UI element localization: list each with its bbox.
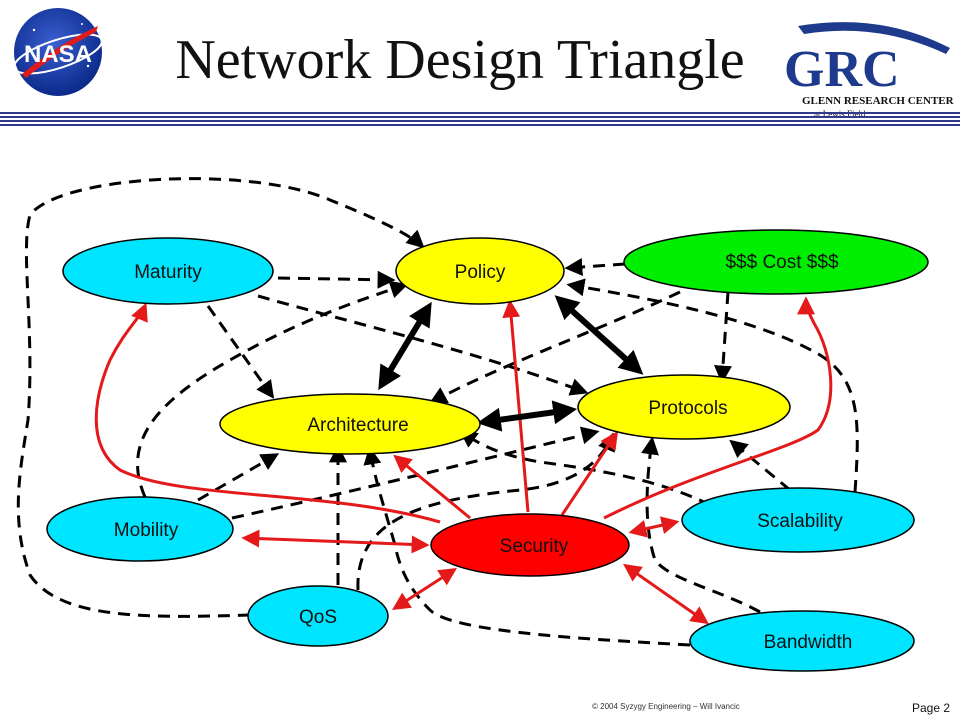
- dashed-arrow-mobility-policy: [136, 281, 409, 498]
- dashed-arrow-maturity-protocols: [257, 294, 589, 396]
- grc-logo-line1: GLENN RESEARCH CENTER: [802, 95, 955, 107]
- dashed-arrow-scalability-policy: [566, 278, 859, 493]
- red-arrow-mobility-security: [241, 529, 430, 554]
- node-policy-label: Policy: [455, 262, 506, 283]
- red-arrow-security-protocols: [560, 431, 618, 516]
- node-security: Security: [430, 513, 630, 577]
- node-scalability: Scalability: [681, 487, 915, 553]
- slide-title: Network Design Triangle: [175, 29, 745, 91]
- red-arrow-security-maturity: [94, 302, 441, 524]
- node-qos: QoS: [247, 585, 389, 647]
- red-arrow-security-policy: [502, 299, 530, 513]
- node-policy: Policy: [395, 237, 565, 305]
- node-qos-label: QoS: [299, 607, 337, 628]
- security-arrows: [94, 296, 833, 625]
- dashed-arrow-maturity-architecture: [206, 305, 275, 399]
- node-cost-label: $$$ Cost $$$: [725, 252, 838, 273]
- dashed-arrow-bandwidth-architecture: [363, 446, 691, 647]
- dashed-arrow-bandwidth-protocols: [641, 436, 761, 614]
- red-arrow-security-architecture: [393, 454, 471, 520]
- thick-arrow-policy-architecture: [378, 301, 432, 391]
- node-bandwidth-label: Bandwidth: [764, 632, 853, 653]
- thick-arrow-architecture-protocols: [476, 400, 578, 432]
- nasa-logo-text: NASA: [24, 41, 92, 68]
- node-maturity: Maturity: [62, 237, 274, 305]
- red-arrow-bandwidth-security: [623, 563, 709, 625]
- triangle-arrows: [378, 295, 644, 432]
- red-arrow-security-cost: [603, 296, 833, 520]
- dashed-arrow-cost-policy: [564, 258, 626, 276]
- node-security-label: Security: [500, 536, 569, 557]
- dashed-arrow-scalability-protocols: [729, 439, 791, 492]
- nasa-logo: NASA: [13, 8, 103, 96]
- node-mobility: Mobility: [46, 496, 234, 562]
- thick-arrow-policy-protocols: [554, 295, 644, 375]
- node-maturity-label: Maturity: [134, 262, 202, 283]
- grc-logo: GRC GLENN RESEARCH CENTER at Lewis Field: [784, 22, 955, 119]
- page-number: Page 2: [912, 701, 951, 715]
- header-rule: [0, 112, 960, 126]
- node-cost: $$$ Cost $$$: [623, 229, 929, 295]
- dashed-arrow-mobility-architecture: [197, 453, 280, 502]
- node-scalability-label: Scalability: [757, 511, 843, 532]
- node-architecture-label: Architecture: [307, 415, 408, 436]
- node-architecture: Architecture: [219, 393, 481, 455]
- node-mobility-label: Mobility: [114, 520, 179, 541]
- dashed-arrow-scalability-architecture: [459, 429, 711, 507]
- grc-logo-text: GRC: [784, 41, 900, 98]
- dashed-arrow-maturity-policy: [277, 270, 396, 289]
- red-arrow-qos-security: [391, 568, 458, 610]
- red-arrow-scalability-security: [628, 516, 680, 538]
- node-bandwidth: Bandwidth: [689, 610, 915, 672]
- node-protocols: Protocols: [577, 374, 791, 440]
- dashed-arrow-qos-loop-policy: [16, 177, 425, 618]
- dashed-arrow-cost-architecture: [428, 290, 681, 404]
- footer-copyright: © 2004 Syzygy Engineering – Will Ivancic: [592, 702, 740, 711]
- node-protocols-label: Protocols: [648, 398, 727, 419]
- dashed-arrow-cost-protocols: [714, 291, 732, 384]
